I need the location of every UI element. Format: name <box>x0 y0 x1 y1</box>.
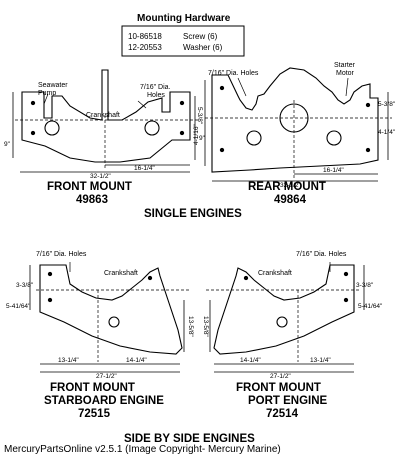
dim-32-1-2: 32-1/2" <box>90 173 111 180</box>
dim-16-1-4: 16-1/4" <box>134 165 155 172</box>
single-engines-caption: SINGLE ENGINES <box>144 208 242 220</box>
hardware-name-1: Screw (6) <box>183 32 218 41</box>
hardware-part-2: 12-20553 <box>128 43 162 52</box>
port-part: 72514 <box>266 408 299 420</box>
label-stbd-holes: 7/16" Dia. Holes <box>36 251 87 258</box>
starboard-72515-drawing <box>29 262 190 373</box>
side-by-side-caption: SIDE BY SIDE ENGINES <box>124 433 255 445</box>
dim-port-13-1-4: 13-1/4" <box>310 357 331 364</box>
front-mount-49863-drawing <box>12 69 200 173</box>
rear-mount-49864-text: 7/16" Dia. Holes Starter Motor 5-3/8" 4-… <box>199 62 396 206</box>
port-72514-text: 7/16" Dia. Holes Crankshaft 3-3/8" 5-41/… <box>202 251 383 420</box>
dim-port-27-1-2: 27-1/2" <box>270 373 291 380</box>
dim-rear-5-3-8: 5-3/8" <box>378 101 396 108</box>
label-motor: Motor <box>336 70 355 77</box>
dim-rear-16-1-4: 16-1/4" <box>323 167 344 174</box>
port-title-2: PORT ENGINE <box>248 395 328 407</box>
dim-stbd-3-3-8: 3-3/8" <box>16 282 34 289</box>
port-72514-drawing <box>206 262 365 373</box>
label-hole-dia: 7/16" Dia. <box>140 84 171 91</box>
dim-9: 9" <box>4 141 11 148</box>
hardware-name-2: Washer (6) <box>183 43 223 52</box>
label-pump: Pump <box>38 90 56 97</box>
dim-port-5-41-64: 5-41/64" <box>358 303 383 310</box>
label-rear-holes: 7/16" Dia. Holes <box>208 70 259 77</box>
front-mount-49863-text: Seawater Pump Crankshaft 7/16" Dia. Hole… <box>4 82 203 206</box>
label-starter: Starter <box>334 62 356 69</box>
footer-copyright: MercuryPartsOnline v2.5.1 (Image Copyrig… <box>4 444 281 455</box>
dim-rear-9: 9" <box>199 135 206 142</box>
rear-mount-part: 49864 <box>274 194 307 206</box>
starboard-72515-text: 7/16" Dia. Holes Crankshaft 3-3/8" 5-41/… <box>6 251 194 420</box>
dim-port-13-5-8: 13-5/8" <box>202 316 209 337</box>
label-port-crankshaft: Crankshaft <box>258 270 292 277</box>
label-port-holes: 7/16" Dia. Holes <box>296 251 347 258</box>
label-stbd-crankshaft: Crankshaft <box>104 270 138 277</box>
front-mount-part: 49863 <box>76 194 108 206</box>
rear-mount-title: REAR MOUNT <box>248 181 326 193</box>
starboard-title-1: FRONT MOUNT <box>50 382 135 394</box>
dim-rear-32-1-2: 32-1/2" <box>280 182 301 189</box>
front-mount-title: FRONT MOUNT <box>47 181 132 193</box>
label-crankshaft: Crankshaft <box>86 112 120 119</box>
dim-5-3-8: 5-3/8" <box>196 107 203 125</box>
label-seawater: Seawater <box>38 82 68 89</box>
dim-stbd-14-1-4: 14-1/4" <box>126 357 147 364</box>
dim-rear-4-1-4: 4-1/4" <box>378 129 396 136</box>
hardware-title: Mounting Hardware <box>137 13 231 24</box>
mounting-hardware-box: Mounting Hardware 10-86518 Screw (6) 12-… <box>121 13 245 57</box>
dim-stbd-5-41-64: 5-41/64" <box>6 303 31 310</box>
dim-stbd-27-1-2: 27-1/2" <box>96 373 117 380</box>
rear-mount-49864-drawing <box>204 67 392 182</box>
starboard-part: 72515 <box>78 408 111 420</box>
dim-port-14-1-4: 14-1/4" <box>240 357 261 364</box>
port-title-1: FRONT MOUNT <box>236 382 321 394</box>
starboard-title-2: STARBOARD ENGINE <box>44 395 164 407</box>
hardware-part-1: 10-86518 <box>128 32 162 41</box>
label-holes: Holes <box>147 92 165 99</box>
dim-stbd-13-1-4: 13-1/4" <box>58 357 79 364</box>
dim-4-1-16: 4-1/16" <box>193 124 200 145</box>
dim-port-3-3-8: 3-3/8" <box>356 282 374 289</box>
dim-stbd-13-5-8: 13-5/8" <box>187 316 194 337</box>
